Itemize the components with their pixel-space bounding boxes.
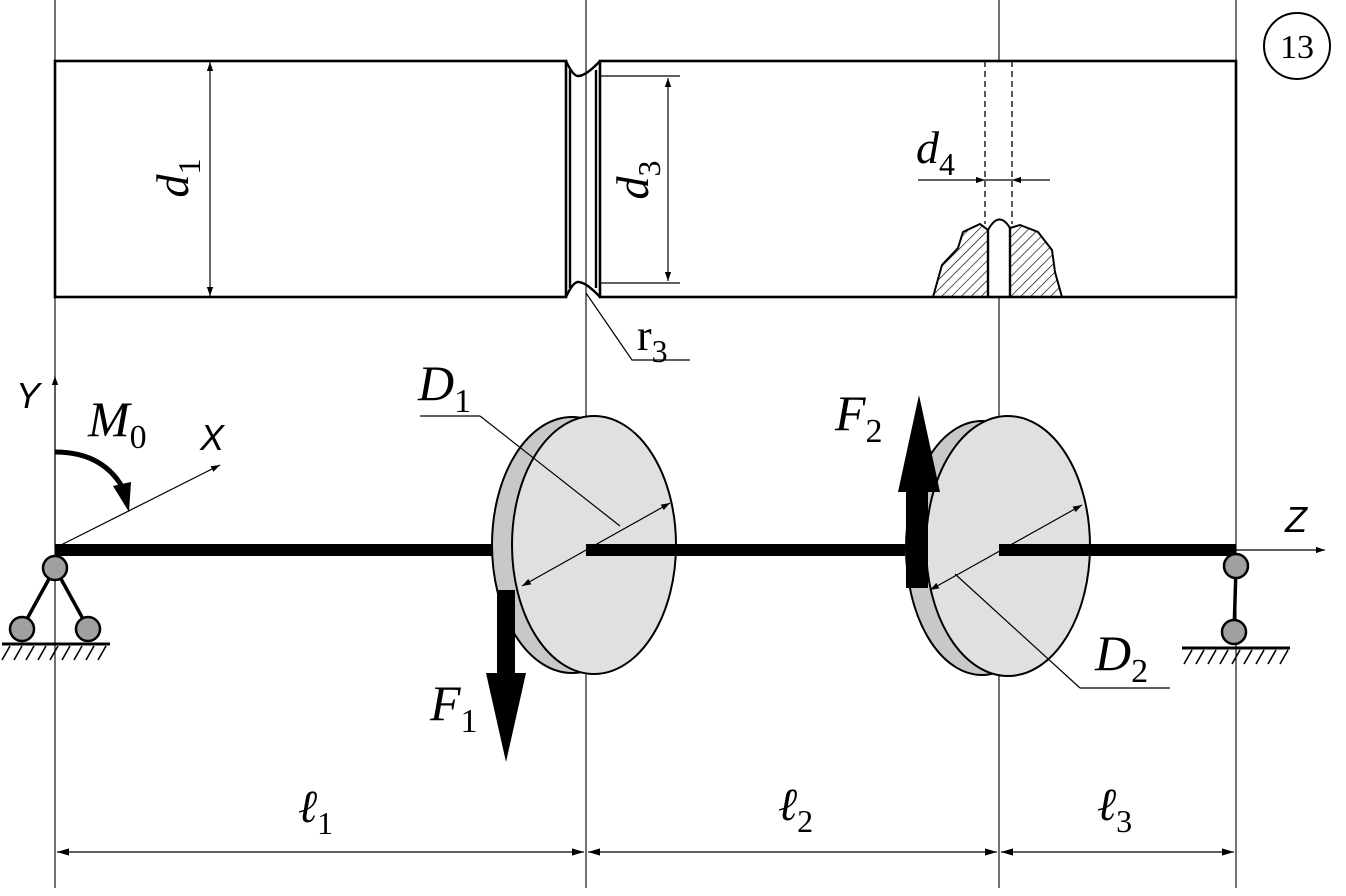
- transverse-hole-d4: [918, 61, 1064, 298]
- y-axis-label: Y: [16, 375, 43, 416]
- label-disk-d2: D2: [1094, 625, 1148, 690]
- label-d1: d1: [147, 159, 207, 198]
- label-m0: M0: [87, 391, 147, 456]
- d3-inner-lines: [600, 75, 680, 284]
- fillet-groove-r3: [564, 60, 601, 298]
- left-pin-support: [1, 554, 110, 661]
- figure-number: 13: [1280, 29, 1314, 66]
- x-axis-label: X: [199, 417, 226, 458]
- svg-text:d1: d1: [147, 159, 207, 198]
- load-scheme: Y X Z M0 D1 D2: [1, 355, 1325, 762]
- figure-number-badge: 13: [1263, 12, 1331, 80]
- label-d4: d4: [916, 122, 955, 182]
- shaft-drawing: d1 d3 d4 r3: [53, 59, 1238, 369]
- shaft-section-d3: [598, 59, 1238, 299]
- x-axis: [54, 464, 221, 549]
- label-f2: F2: [834, 385, 883, 450]
- label-r3: r3: [637, 311, 668, 369]
- label-l3: ℓ3: [1097, 779, 1132, 839]
- r3-leader: [585, 292, 690, 361]
- label-l1: ℓ1: [298, 781, 333, 841]
- svg-text:d3: d3: [607, 161, 667, 200]
- force-f2-arrow: [898, 395, 940, 588]
- force-f1-arrow: [486, 590, 526, 762]
- label-d3: d3: [607, 161, 667, 200]
- label-disk-d1: D1: [417, 355, 471, 420]
- shaft-section-d1: [53, 59, 568, 299]
- moment-arrowhead: [113, 482, 131, 512]
- z-axis-label: Z: [1284, 499, 1308, 540]
- right-roller-support: [1182, 552, 1290, 665]
- label-f1: F1: [429, 675, 478, 740]
- label-l2: ℓ2: [778, 779, 813, 839]
- disk-1: [420, 415, 677, 675]
